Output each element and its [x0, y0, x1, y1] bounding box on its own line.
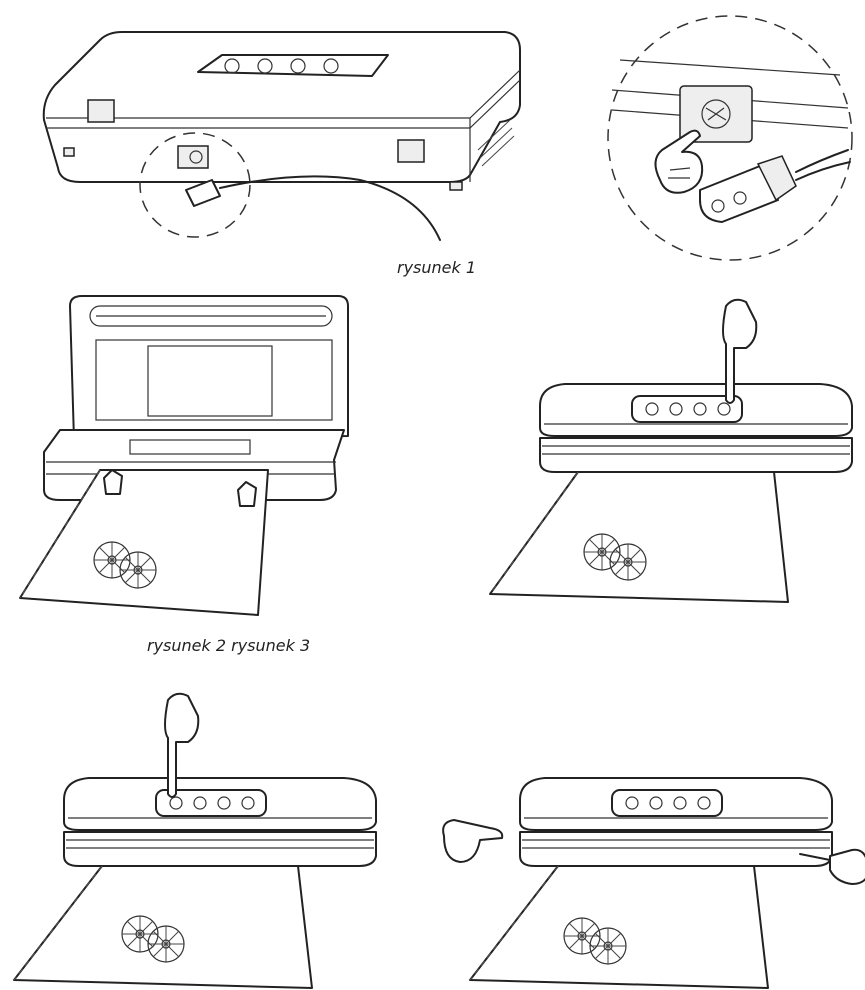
- figure-2-open-sealer: [19, 295, 349, 616]
- figure-3-vacuum-button: [489, 298, 853, 603]
- figure-5-release-buttons: [442, 777, 865, 989]
- figure-1-zoom-detail: [607, 15, 853, 261]
- caption-figure-1: rysunek 1: [397, 258, 477, 277]
- figure-1-device: [42, 31, 521, 241]
- caption-figure-2-3: rysunek 2 rysunek 3: [147, 636, 311, 655]
- figure-4-seal-button: [13, 692, 377, 989]
